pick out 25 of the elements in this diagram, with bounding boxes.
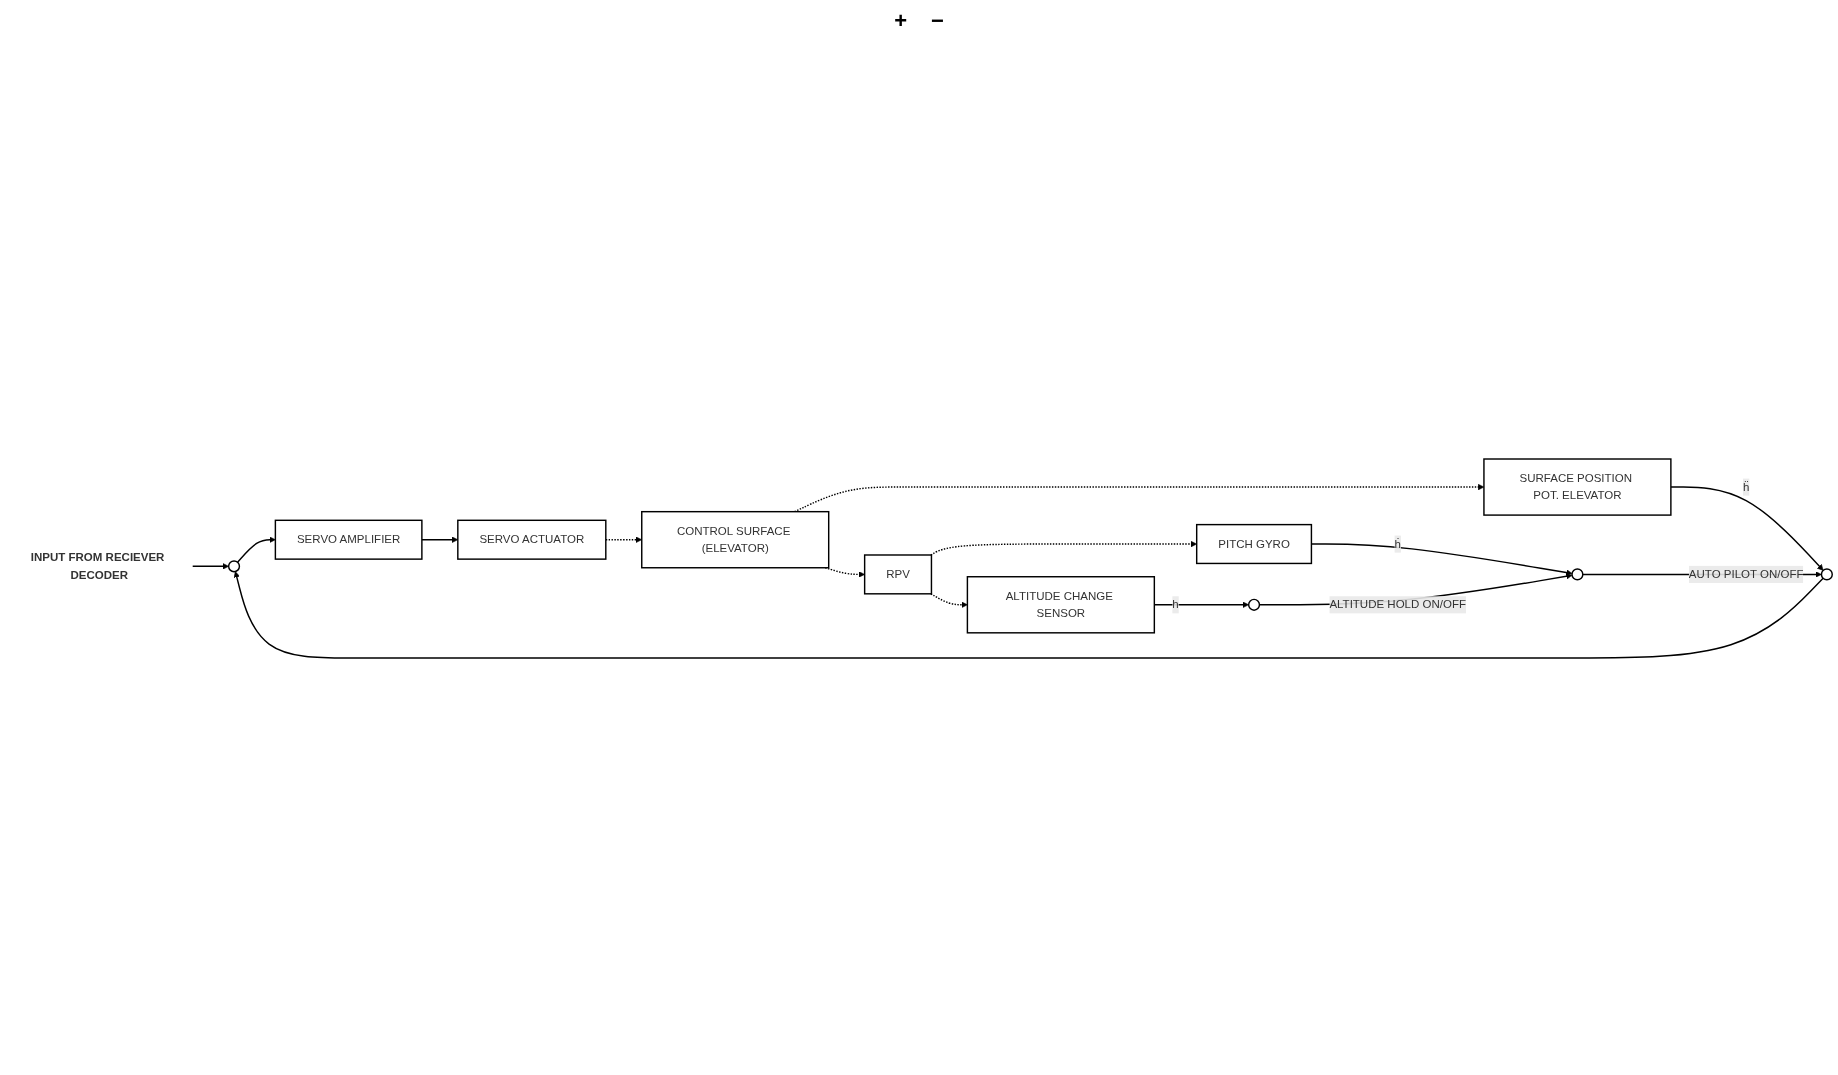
arrow	[1670, 486, 1824, 571]
arrow	[236, 536, 276, 563]
arrow	[930, 540, 1197, 556]
edge-label: ALTITUDE HOLD ON/OFF	[1329, 598, 1466, 611]
node-box: SURFACE POSITION POT. ELEVATOR	[1483, 458, 1672, 516]
sign-label: −	[931, 8, 944, 34]
arrow	[824, 567, 865, 578]
node-box: ALTITUDE CHANGE SENSOR	[966, 576, 1156, 634]
node-circle	[1247, 598, 1261, 611]
node-circle	[1571, 568, 1584, 581]
sign-label: +	[894, 8, 907, 34]
edge-label: ḣ	[1394, 537, 1401, 550]
node-box: PITCH GYRO	[1195, 523, 1313, 565]
arrow	[191, 563, 229, 570]
edge-label: ḧ	[1742, 480, 1750, 493]
edge-label: h	[1172, 598, 1179, 611]
node-box: RPV	[863, 554, 933, 595]
node-box: SERVO ACTUATOR	[457, 519, 607, 560]
arrow	[930, 593, 968, 608]
node-box: SERVO AMPLIFIER	[274, 519, 423, 560]
node-circle	[227, 560, 241, 573]
edge-label: AUTO PILOT ON/OFF	[1688, 567, 1804, 581]
node-circle	[1820, 568, 1833, 581]
node-text: INPUT FROM RECIEVER DECODER	[30, 551, 165, 581]
node-box: CONTROL SURFACE (ELEVATOR)	[641, 510, 830, 569]
